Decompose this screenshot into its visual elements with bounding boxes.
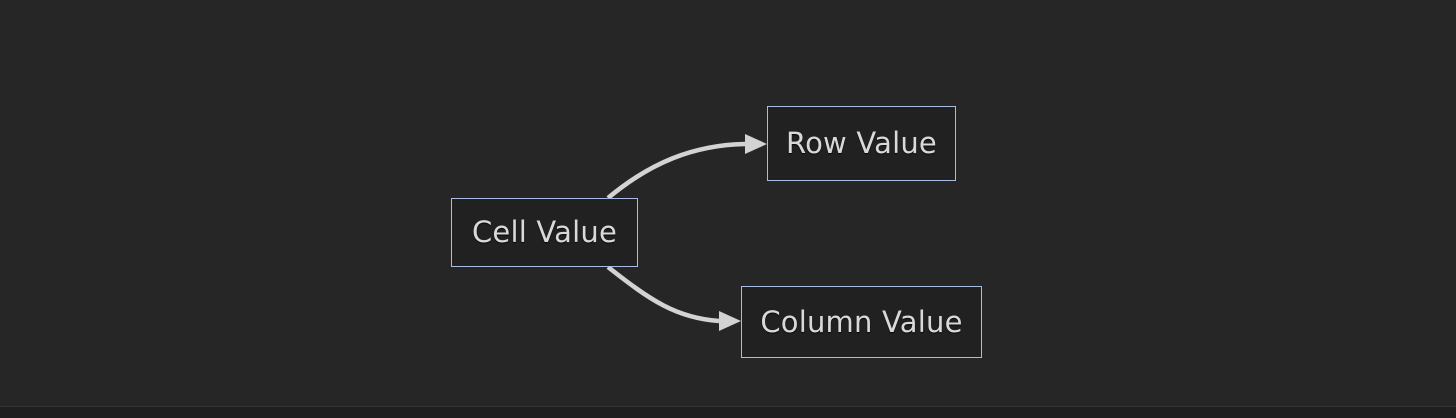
- node-row-value-label: Row Value: [786, 126, 937, 160]
- edge-cell-to-column: [606, 265, 741, 331]
- edge-cell-to-row: [606, 134, 767, 200]
- edge-cell-to-row-arrowhead: [745, 134, 767, 154]
- node-cell-value[interactable]: Cell Value: [451, 198, 638, 267]
- node-column-value[interactable]: Column Value: [741, 286, 982, 358]
- edge-cell-to-column-arrowhead: [719, 311, 741, 331]
- edge-cell-to-column-path: [606, 265, 720, 324]
- node-cell-value-label: Cell Value: [471, 215, 618, 249]
- node-column-value-label: Column Value: [760, 304, 963, 339]
- bottom-divider: [0, 406, 1456, 407]
- bottom-strip: [0, 407, 1456, 418]
- node-row-value[interactable]: Row Value: [767, 106, 956, 181]
- edge-cell-to-row-path: [606, 141, 746, 200]
